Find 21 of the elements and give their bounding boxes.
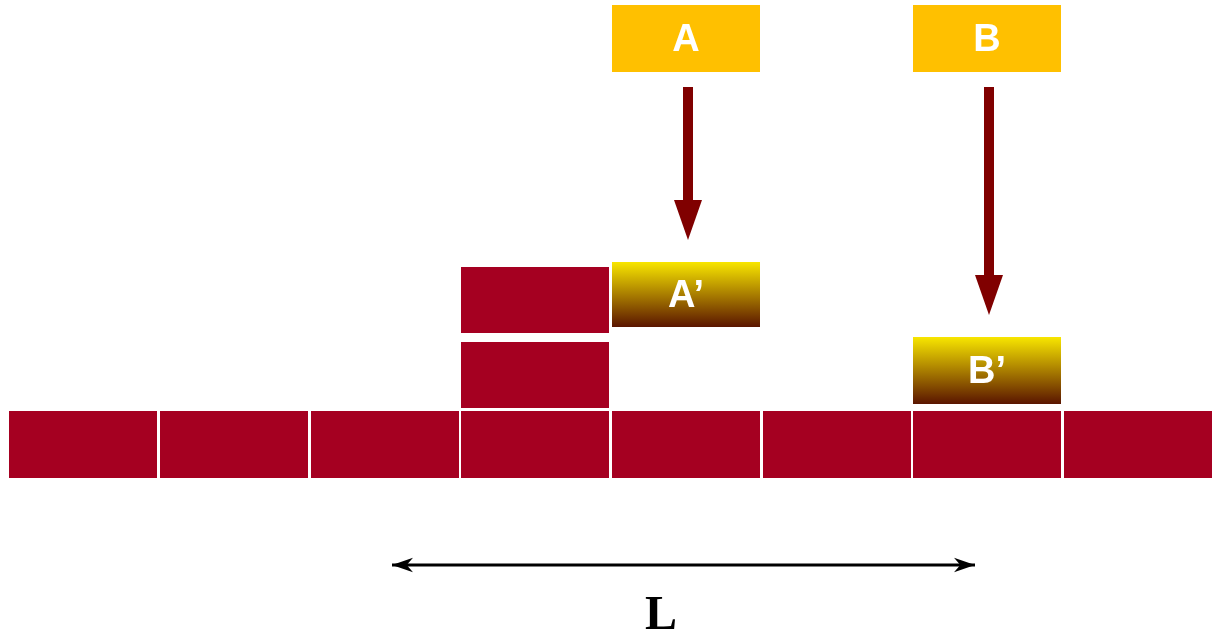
brick (9, 411, 157, 478)
brick (461, 267, 609, 333)
dimension-label: L (645, 585, 677, 640)
brick (461, 411, 609, 478)
brick (160, 411, 308, 478)
box-label: A (672, 17, 700, 60)
brick (1064, 411, 1212, 478)
letter-box (612, 5, 760, 72)
brick (763, 411, 911, 478)
brick (311, 411, 459, 478)
brick (461, 342, 609, 408)
letter-box (913, 5, 1061, 72)
arrow (674, 87, 702, 240)
box-label: B’ (968, 349, 1006, 392)
brick (913, 411, 1061, 478)
arrow (975, 87, 1003, 315)
box-label: A’ (668, 273, 704, 316)
brick (612, 411, 760, 478)
gradient-box (913, 337, 1061, 404)
gradient-box (612, 262, 760, 327)
box-label: B (973, 17, 1001, 60)
